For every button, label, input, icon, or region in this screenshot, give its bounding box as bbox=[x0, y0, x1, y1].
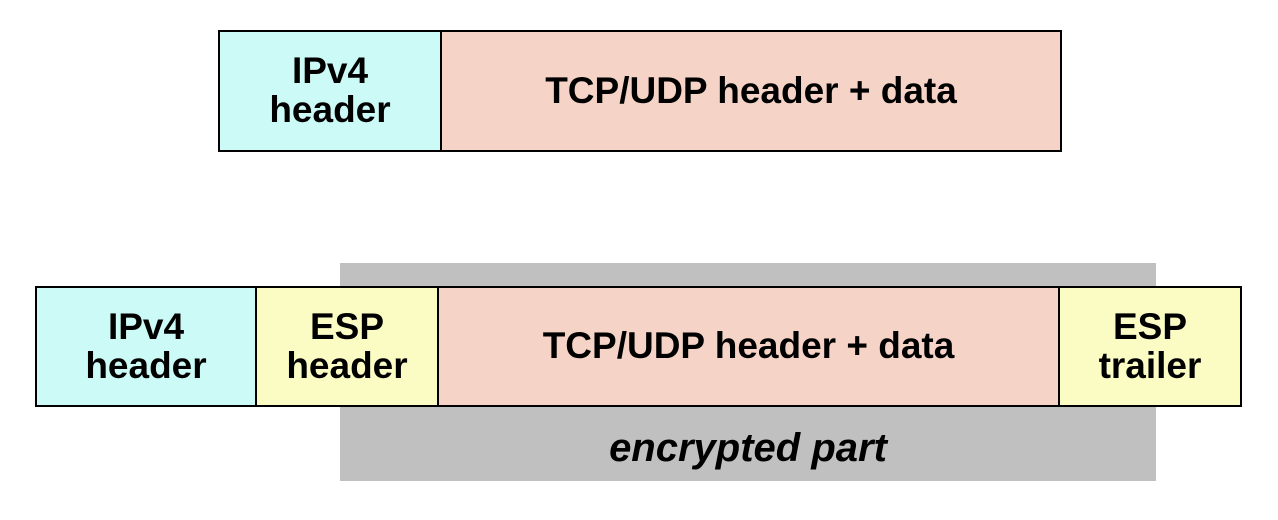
field-label-line: TCP/UDP header + data bbox=[542, 325, 955, 367]
tcp-udp-payload-field: TCP/UDP header + data bbox=[442, 32, 1060, 150]
field-label-line: trailer bbox=[1098, 344, 1202, 386]
field-label-line: ESP bbox=[309, 305, 385, 347]
field-label-line: IPv4 bbox=[291, 50, 369, 92]
original-packet: IPv4 header TCP/UDP header + data bbox=[218, 30, 1062, 152]
esp-header-field: ESP header bbox=[257, 288, 439, 405]
field-label-line: header bbox=[269, 89, 391, 130]
ipv4-header-field: IPv4 header bbox=[37, 288, 257, 405]
field-label-line: ESP bbox=[1112, 305, 1188, 347]
esp-trailer-field: ESP trailer bbox=[1060, 288, 1240, 405]
field-label-line: header bbox=[85, 344, 207, 386]
tcp-udp-payload-field: TCP/UDP header + data bbox=[439, 288, 1060, 405]
field-label-line: TCP/UDP header + data bbox=[545, 69, 957, 111]
encrypted-label: encrypted part bbox=[609, 425, 887, 470]
ipv4-header-field: IPv4 header bbox=[220, 32, 442, 150]
field-label-line: IPv4 bbox=[107, 305, 185, 347]
field-label-line: header bbox=[286, 344, 408, 386]
esp-packet: IPv4 header ESP header TCP/UDP header + … bbox=[35, 286, 1242, 407]
